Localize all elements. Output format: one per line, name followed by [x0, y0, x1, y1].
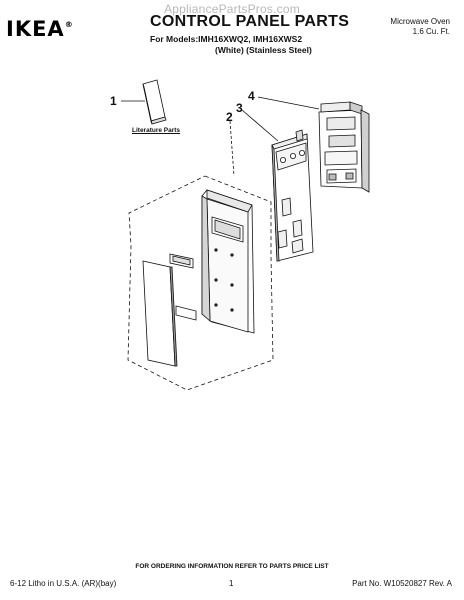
display-window-piece	[169, 253, 194, 269]
control-panel-bracket	[271, 129, 314, 262]
control-panel-housing	[318, 101, 370, 193]
product-type: Microwave Oven	[390, 17, 450, 26]
watermark-text: AppliancePartsPros.com	[164, 2, 300, 16]
page-number: 1	[229, 579, 234, 588]
model-variants: (White) (Stainless Steel)	[215, 45, 312, 55]
product-capacity: 1.6 Cu. Ft.	[412, 27, 450, 36]
product-description: Microwave Oven 1.6 Cu. Ft.	[390, 17, 450, 37]
callout-2: 2	[226, 110, 233, 124]
label-piece	[175, 305, 197, 321]
callout-4: 4	[248, 89, 255, 103]
part-number: Part No. W10520827 Rev. A	[352, 579, 452, 588]
control-panel-frame	[201, 189, 255, 334]
page-title: CONTROL PANEL PARTS	[150, 13, 350, 30]
logo-text: IKEA	[6, 17, 65, 41]
ikea-logo: IKEA®	[6, 17, 74, 41]
literature-parts-caption: Literature Parts	[132, 127, 181, 134]
print-info: 6-12 Litho in U.S.A. (AR)(bay)	[10, 579, 117, 588]
callout-1: 1	[110, 94, 117, 108]
model-numbers: For Models:IMH16XWQ2, IMH16XWS2	[150, 34, 303, 44]
ordering-note: FOR ORDERING INFORMATION REFER TO PARTS …	[135, 563, 329, 570]
registered-mark: ®	[64, 20, 74, 29]
leader-line-3	[241, 109, 279, 142]
literature-booklet	[142, 79, 167, 125]
membrane-keypad	[142, 260, 178, 367]
leader-line-4	[257, 96, 320, 110]
leader-line-2	[229, 120, 235, 177]
callout-3: 3	[236, 101, 243, 115]
